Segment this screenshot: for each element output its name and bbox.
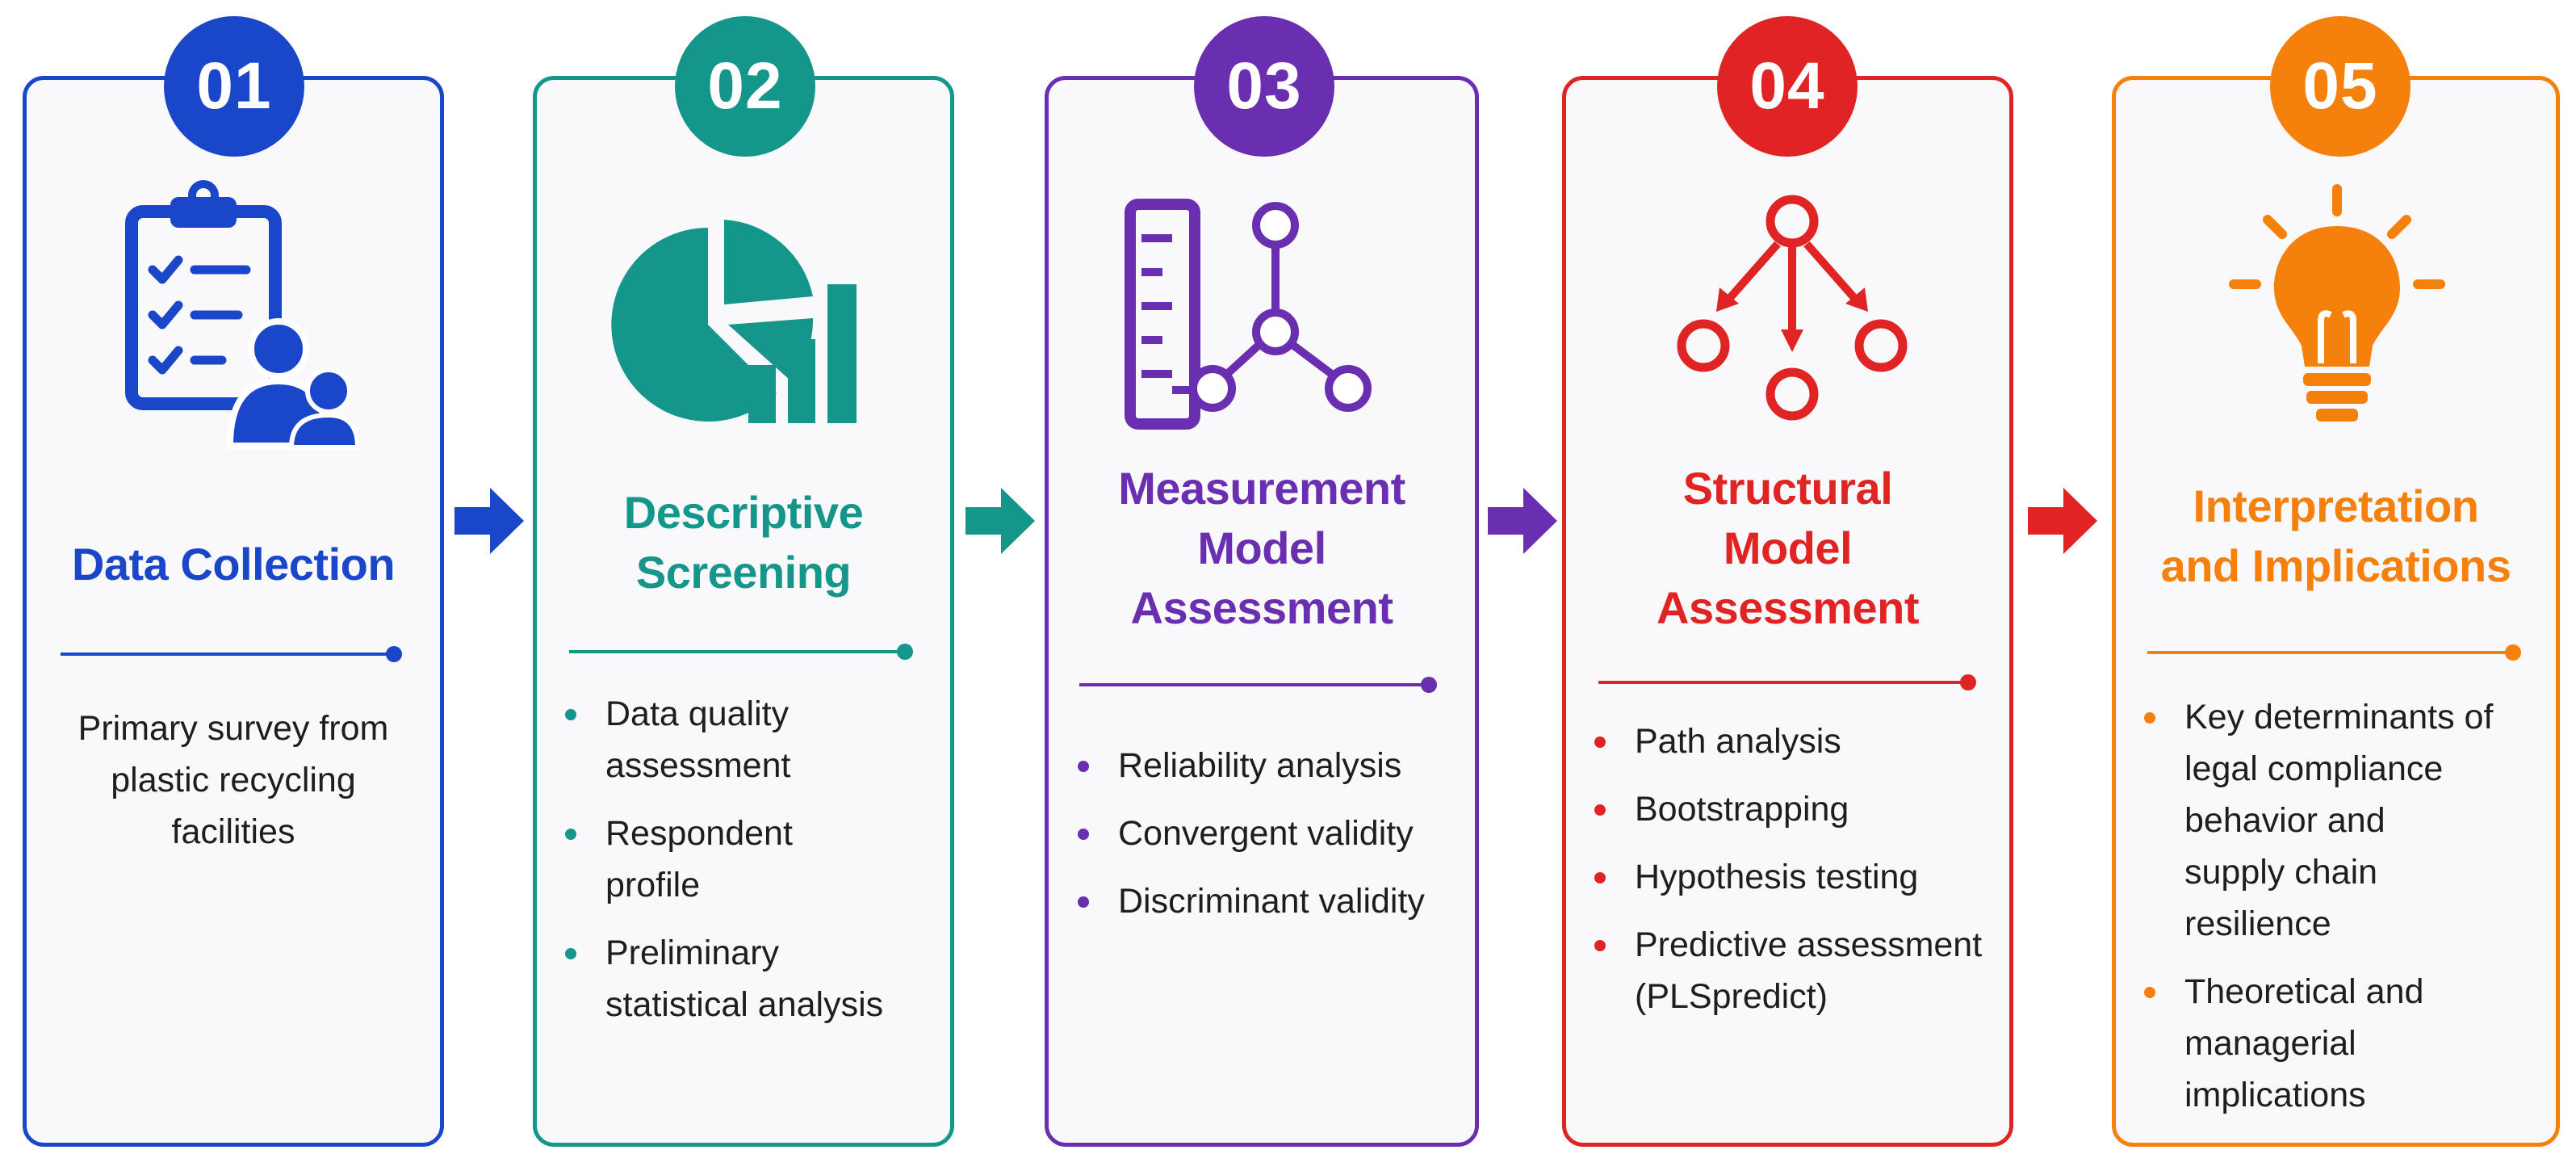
step-divider xyxy=(2147,644,2521,661)
flow-arrow-icon xyxy=(454,488,524,554)
pie-bar-chart-icon xyxy=(611,220,857,423)
flow-arrow-icon xyxy=(2028,488,2097,554)
step-divider xyxy=(1598,674,1976,690)
step-title: Descriptive Screening xyxy=(623,487,864,598)
step-card-data-collection xyxy=(23,76,444,1147)
ruler-network-icon xyxy=(1125,199,1372,430)
list-item: Path analysis xyxy=(1594,715,2002,767)
step-number-badge: 01 xyxy=(164,16,304,157)
flow-arrow-icon xyxy=(965,488,1035,554)
clipboard-checklist-users-icon xyxy=(125,180,359,450)
step-description: Primary survey from plastic recycling fa… xyxy=(77,709,389,851)
step-divider xyxy=(61,646,402,662)
list-item: Bootstrapping xyxy=(1594,783,2002,835)
lightbulb-icon xyxy=(2229,184,2445,422)
step-divider xyxy=(1079,677,1437,693)
step-number-badge: 04 xyxy=(1717,16,1858,157)
list-item: Discriminant validity xyxy=(1078,875,1465,927)
path-diagram-icon xyxy=(1677,195,1908,421)
step-title: Data Collection xyxy=(71,539,396,590)
list-item: Predictive assessment(PLSpredict) xyxy=(1594,919,2002,1022)
flow-arrow-icon xyxy=(1488,488,1557,554)
list-item: Convergent validity xyxy=(1078,808,1465,859)
step-bullet-list: Reliability analysis Convergent validity… xyxy=(1078,740,1465,943)
step-card-measurement-model xyxy=(1045,76,1479,1147)
step-divider xyxy=(569,644,913,660)
step-title: Measurement Model Assessment xyxy=(1118,463,1405,633)
step-number-badge: 03 xyxy=(1194,16,1334,157)
step-number-badge: 05 xyxy=(2270,16,2411,157)
step-title: Structural Model Assessment xyxy=(1657,463,1919,633)
list-item: Hypothesis testing xyxy=(1594,851,2002,903)
step-bullet-list: Path analysis Bootstrapping Hypothesis t… xyxy=(1594,715,2002,1039)
step-title: Interpretation and Implications xyxy=(2160,480,2511,591)
step-card-structural-model xyxy=(1562,76,2013,1147)
step-number-badge: 02 xyxy=(675,16,815,157)
list-item: Reliability analysis xyxy=(1078,740,1465,791)
